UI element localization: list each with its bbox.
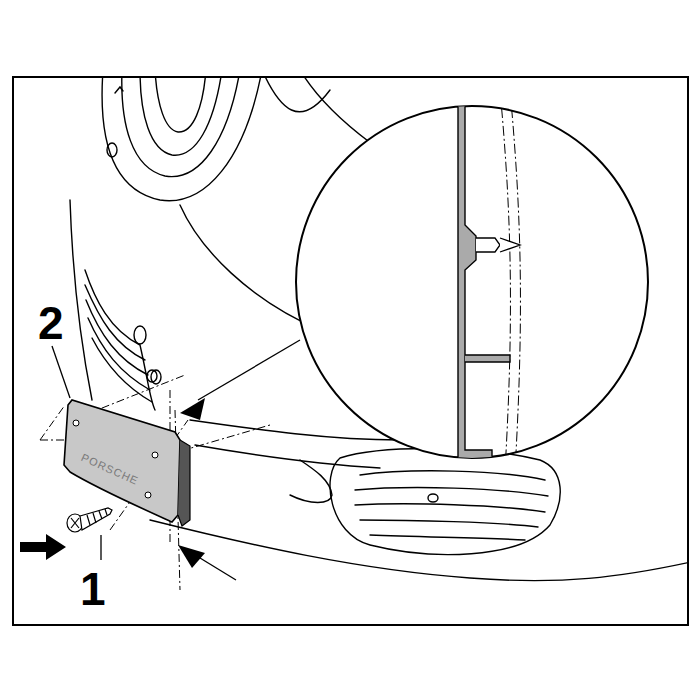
plate-bracket <box>64 400 190 526</box>
callout-number: 2 <box>38 300 64 346</box>
detail-section <box>458 90 520 470</box>
arrows <box>20 398 236 580</box>
frame <box>13 77 688 625</box>
leader-lines <box>52 340 300 560</box>
callout-number: 1 <box>80 566 106 612</box>
screw <box>67 508 112 532</box>
alignment-lines <box>40 375 270 590</box>
detail-circle <box>296 106 648 458</box>
